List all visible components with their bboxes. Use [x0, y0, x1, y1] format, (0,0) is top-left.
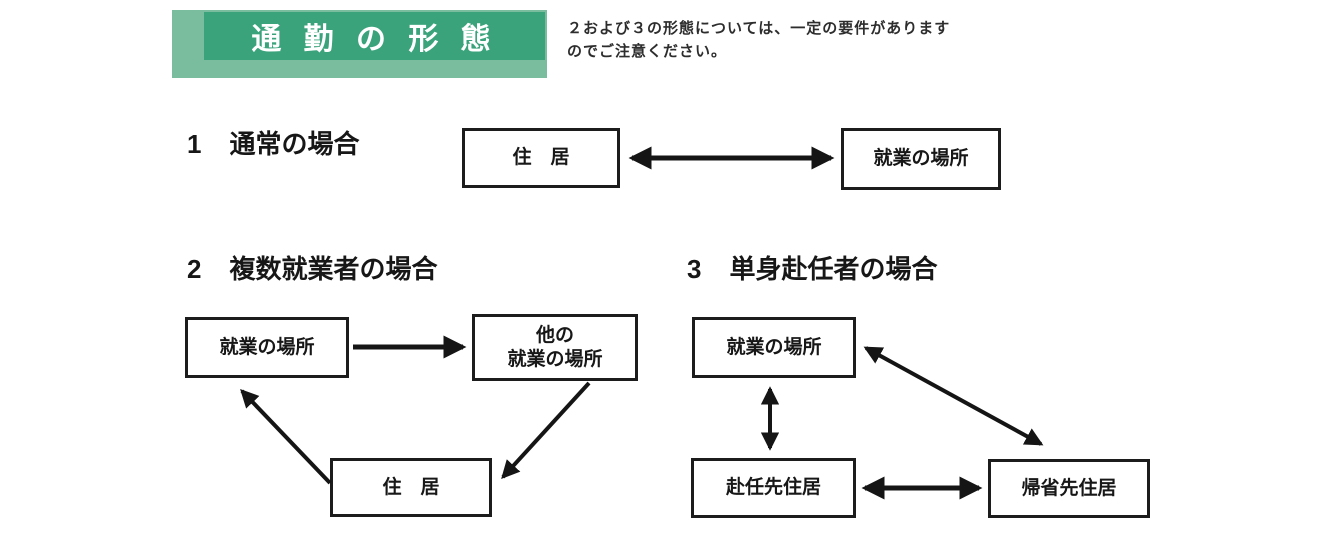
arrow-s2-other-to-residence	[501, 381, 591, 480]
box-s3-workplace: 就業の場所	[692, 317, 856, 378]
note: ２および３の形態については、一定の要件があります のでご注意ください。	[567, 17, 950, 63]
section3-heading: 3 単身赴任者の場合	[687, 249, 937, 286]
box-s3-hometown-residence: 帰省先住居	[988, 459, 1150, 518]
box-s2-other-workplace-line1: 他の	[535, 324, 574, 346]
section2-number: 2	[187, 254, 202, 284]
box-s2-other-workplace-line2: 就業の場所	[507, 348, 603, 370]
section1-number: 1	[187, 129, 202, 159]
page-title: 通 勤 の 形 態	[251, 23, 498, 56]
section3-number: 3	[687, 254, 702, 284]
box-s2-workplace: 就業の場所	[185, 317, 349, 378]
section2-title: 複数就業者の場合	[229, 254, 438, 284]
note-line2: のでご注意ください。	[567, 43, 728, 60]
section1-title: 通常の場合	[229, 129, 360, 159]
arrow-s3-workplace-hometown	[863, 346, 1044, 446]
box-s2-other-workplace: 他の 就業の場所	[472, 314, 638, 381]
note-line1: ２および３の形態については、一定の要件があります	[567, 20, 951, 37]
section2-heading: 2 複数就業者の場合	[187, 249, 437, 286]
arrow-s2-residence-to-workplace	[240, 389, 332, 485]
title-banner-inner: 通 勤 の 形 態	[204, 12, 545, 60]
section1-heading: 1 通常の場合	[187, 124, 359, 161]
box-s3-assignment-residence: 赴任先住居	[691, 458, 856, 518]
box-s1-workplace: 就業の場所	[841, 128, 1001, 190]
title-banner: 通 勤 の 形 態	[172, 10, 547, 78]
box-s1-residence: 住 居	[462, 128, 620, 188]
box-s2-residence: 住 居	[330, 458, 492, 517]
section3-title: 単身赴任者の場合	[729, 254, 938, 284]
